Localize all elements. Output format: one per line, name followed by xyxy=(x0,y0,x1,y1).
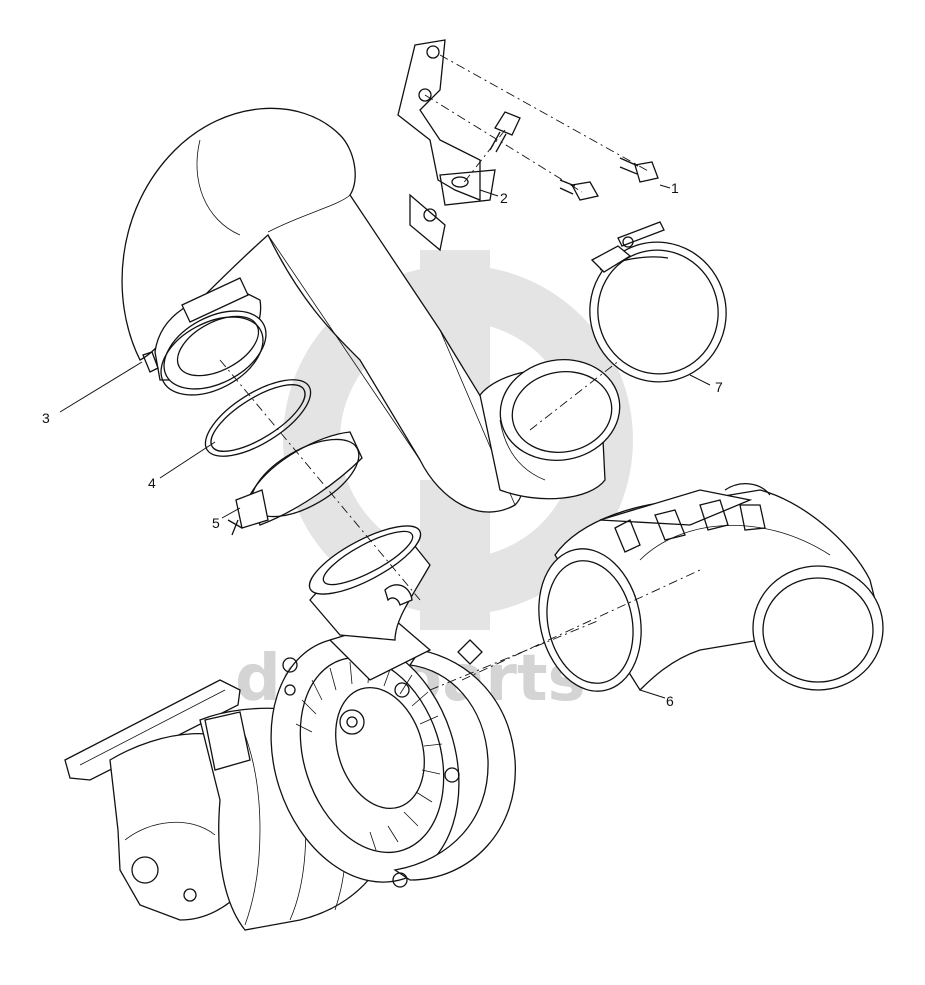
assembly-lines xyxy=(219,54,701,691)
callout-3: 3 xyxy=(42,410,50,426)
callout-6: 6 xyxy=(666,693,674,709)
bolt-a xyxy=(489,111,521,153)
turbocharger xyxy=(64,525,516,931)
callout-4: 4 xyxy=(148,475,156,491)
callout-7: 7 xyxy=(715,379,723,395)
callout-1: 1 xyxy=(671,180,679,196)
leader-lines xyxy=(59,184,711,699)
mounting-bracket xyxy=(397,39,496,206)
hose-clamp-upper xyxy=(589,221,727,383)
callout-2: 2 xyxy=(500,190,508,206)
bolt-b xyxy=(559,179,600,201)
seal-ring xyxy=(204,379,312,457)
callout-5: 5 xyxy=(212,515,220,531)
hose-clamp-lower xyxy=(227,431,363,536)
charge-air-pipe xyxy=(121,107,621,513)
silicone-elbow xyxy=(538,483,884,692)
bolt-c xyxy=(619,157,659,183)
